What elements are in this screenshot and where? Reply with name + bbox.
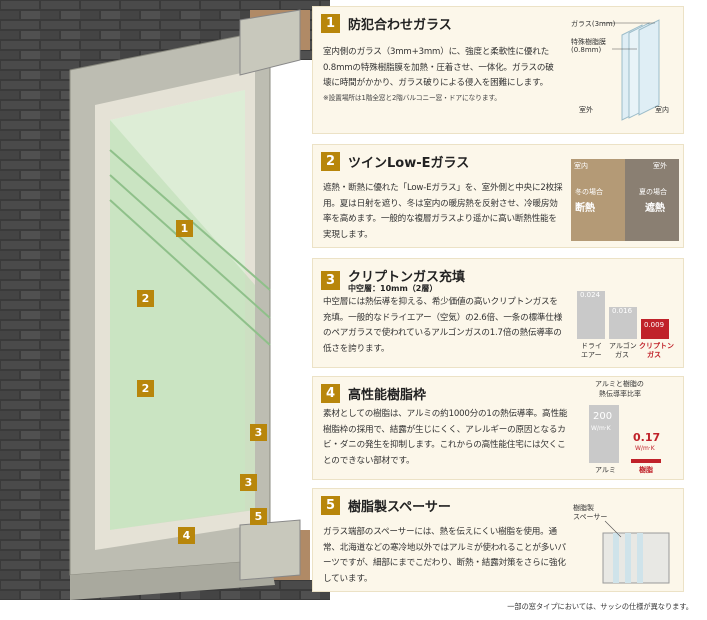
panel-body: 室内側のガラス（3mm+3mm）に、強度と柔軟性に優れた0.8mmの特殊樹脂膜を… — [323, 47, 554, 88]
marker-5: 5 — [250, 508, 267, 525]
panel-number: 2 — [321, 152, 340, 171]
low-e-diagram: 室内 室外 冬の場合 断熱 夏の場合 遮熱 — [571, 159, 679, 241]
window-illustration — [0, 0, 330, 600]
panel-body: 素材としての樹脂は、アルミの約1000分の1の熱伝導率。高性能樹脂枠の採用で、結… — [323, 409, 568, 466]
marker-2b: 2 — [137, 380, 154, 397]
glass-layers-diagram: ガラス(3mm) 特殊樹脂膜 (0.8mm) 室外 室内 — [567, 15, 677, 127]
feature-panel-1: 1 防犯合わせガラス 室内側のガラス（3mm+3mm）に、強度と柔軟性に優れた0… — [312, 6, 684, 134]
bottom-note: 一部の窓タイプにおいては、サッシの仕様が異なります。 — [507, 602, 693, 611]
panel-title: 高性能樹脂枠 — [348, 388, 427, 403]
gas-conductivity-chart: 0.024 0.016 0.009 ドライ エアー アルゴン ガス クリプトン … — [575, 277, 677, 363]
panel-number: 1 — [321, 14, 340, 33]
bar-argon — [609, 307, 637, 339]
feature-panel-5: 5 樹脂製スペーサー ガラス端部のスペーサーには、熱を伝えにくい樹脂を使用。通常… — [312, 488, 684, 592]
panel-note: ※設置場所は1階全窓と2階バルコニー窓・ドアになります。 — [323, 93, 501, 102]
panel-number: 3 — [321, 270, 340, 290]
marker-4: 4 — [178, 527, 195, 544]
marker-1: 1 — [176, 220, 193, 237]
panel-body: 遮熱・断熱に優れた「Low-Eガラス」を、室外側と中央に2枚採用。夏は日射を遮り… — [323, 183, 563, 240]
panel-number: 4 — [321, 384, 340, 403]
bar-resin — [631, 459, 661, 463]
panel-body: ガラス端部のスペーサーには、熱を伝えにくい樹脂を使用。通常、北海道などの寒冷地以… — [323, 527, 566, 584]
feature-panel-3: 3 クリプトンガス充填中空層：10mm（2層） 中空層には熱伝導を抑える、希少価… — [312, 258, 684, 368]
marker-3b: 3 — [240, 474, 257, 491]
panel-title: 防犯合わせガラス — [348, 18, 452, 33]
panel-number: 5 — [321, 496, 340, 515]
panel-title: ツインLow-Eガラス — [348, 156, 470, 171]
panel-body: 中空層には熱伝導を抑える、希少価値の高いクリプトンガスを充填。一般的なドライエア… — [323, 297, 563, 354]
marker-3a: 3 — [250, 424, 267, 441]
spacer-diagram: 樹脂製 スペーサー — [573, 503, 679, 587]
feature-panel-4: 4 高性能樹脂枠 素材としての樹脂は、アルミの約1000分の1の熱伝導率。高性能… — [312, 376, 684, 480]
bar-aluminum — [589, 405, 619, 463]
bar-dry-air — [577, 291, 605, 339]
panel-title: 樹脂製スペーサー — [348, 500, 451, 515]
bar-krypton — [641, 319, 669, 339]
panel-title: クリプトンガス充填中空層：10mm（2層） — [348, 270, 466, 293]
frame-conductivity-chart: アルミと樹脂の 熱伝導率比率 200 W/m·K 0.17 W/m·K アルミ … — [589, 380, 661, 474]
feature-panel-2: 2 ツインLow-Eガラス 遮熱・断熱に優れた「Low-Eガラス」を、室外側と中… — [312, 144, 684, 248]
marker-2a: 2 — [137, 290, 154, 307]
